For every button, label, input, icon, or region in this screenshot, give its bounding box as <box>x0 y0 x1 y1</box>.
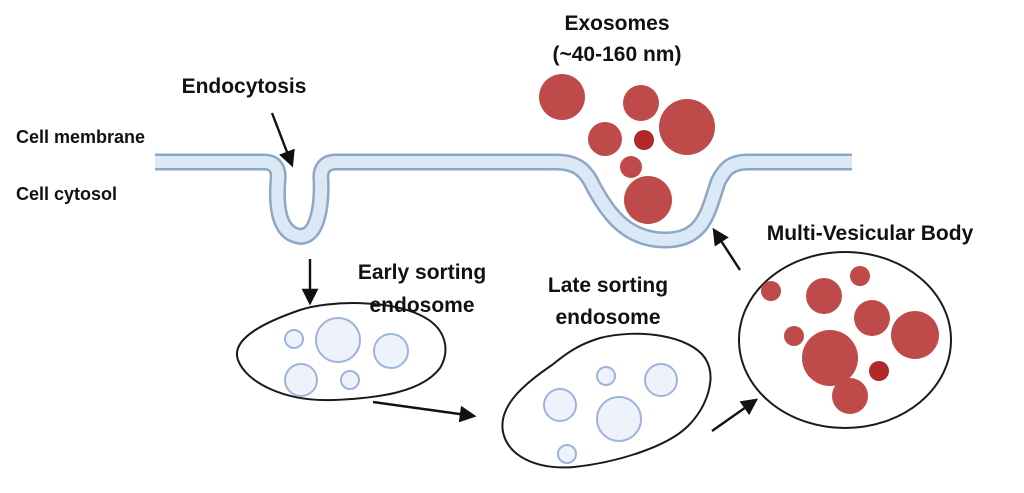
early-sorting-endosome <box>235 302 447 402</box>
membrane-outer-stroke <box>155 153 852 249</box>
exosome <box>624 176 672 224</box>
exosome <box>850 266 870 286</box>
mvb-to-membrane-arrow <box>712 227 742 271</box>
exosome-cluster <box>539 74 715 224</box>
membrane-inner-fill <box>155 156 852 246</box>
exosome-small-dark <box>869 361 889 381</box>
vesicle <box>543 388 577 422</box>
late-endosome-label-line2: endosome <box>555 306 660 329</box>
early-to-late-arrow <box>372 400 477 423</box>
vesicle <box>340 370 360 390</box>
endocytosis-label: Endocytosis <box>182 75 307 98</box>
exosome <box>891 311 939 359</box>
cell-membrane-label: Cell membrane <box>16 127 145 147</box>
multivesicular-body <box>738 251 952 429</box>
exosome <box>832 378 868 414</box>
exosome <box>854 300 890 336</box>
exosome <box>659 99 715 155</box>
arrows <box>270 112 759 432</box>
cell-membrane <box>155 153 852 249</box>
exosome <box>784 326 804 346</box>
multivesicular-body-label: Multi-Vesicular Body <box>767 222 974 245</box>
vesicle <box>284 363 318 397</box>
exosome <box>539 74 585 120</box>
exosome-small-dark <box>634 130 654 150</box>
vesicle <box>315 317 361 363</box>
vesicle <box>596 366 616 386</box>
exosome <box>620 156 642 178</box>
exosome <box>802 330 858 386</box>
endocytosis-arrow <box>270 112 295 168</box>
cell-cytosol-label: Cell cytosol <box>16 184 117 204</box>
exosome <box>588 122 622 156</box>
labels: Exosomes (~40-160 nm) Endocytosis Cell m… <box>16 12 974 329</box>
exosomes-title: Exosomes <box>564 12 669 35</box>
late-to-mvb-arrow <box>711 398 759 432</box>
vesicle <box>596 396 642 442</box>
exosome <box>806 278 842 314</box>
exosomes-size: (~40-160 nm) <box>553 43 682 66</box>
vesicle <box>373 333 409 369</box>
early-endosome-label-line2: endosome <box>369 294 474 317</box>
late-sorting-endosome <box>501 332 712 469</box>
vesicle <box>557 444 577 464</box>
vesicle <box>284 329 304 349</box>
vesicle <box>644 363 678 397</box>
exosome <box>623 85 659 121</box>
exosome <box>761 281 781 301</box>
late-endosome-label-line1: Late sorting <box>548 274 668 297</box>
early-endosome-label-line1: Early sorting <box>358 261 486 284</box>
